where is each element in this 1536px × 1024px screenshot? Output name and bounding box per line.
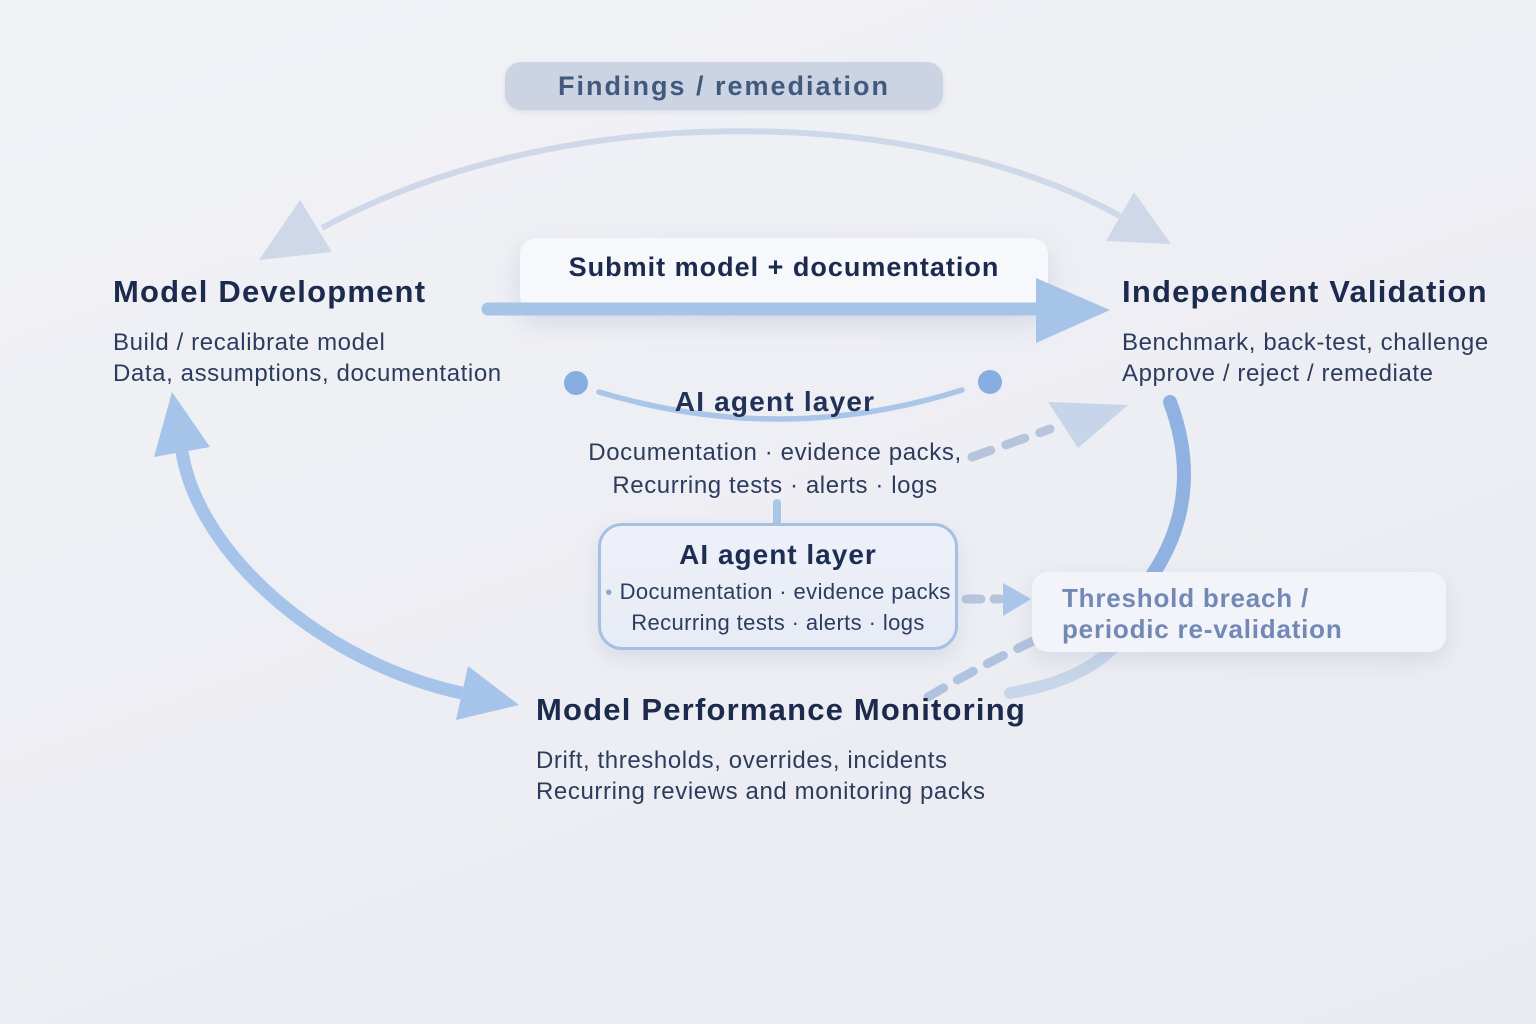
independent-validation-line1: Benchmark, back-test, challenge [1122, 329, 1489, 356]
node-independent-validation: Independent Validation Benchmark, back-t… [1122, 274, 1522, 389]
model-development-title: Model Development [113, 274, 427, 309]
model-development-line2: Data, assumptions, documentation [113, 360, 502, 387]
validation-monitoring-curve-upper [1146, 395, 1191, 581]
independent-validation-line2: Approve / reject / remediate [1122, 360, 1434, 387]
ai-box-line1-text: Documentation · evidence packs [619, 579, 951, 604]
submit-model-label: Submit model + documentation [568, 252, 1000, 282]
monitoring-to-threshold-dashed [923, 632, 1047, 702]
ai-to-validation-dashed [967, 424, 1055, 462]
node-model-performance-monitoring: Model Performance Monitoring Drift, thre… [536, 692, 1056, 807]
ai-layer-dot-left-icon [564, 371, 588, 395]
bullet-icon: • [605, 582, 613, 604]
ai-to-validation-arrowhead-icon [1048, 402, 1128, 448]
threshold-breach-box: Threshold breach / periodic re-validatio… [1032, 572, 1446, 652]
threshold-line1: Threshold breach / [1062, 583, 1310, 613]
ai-layer-floating-line1: Documentation · evidence packs, [588, 439, 962, 466]
up-arrowhead-icon [154, 392, 210, 457]
findings-arc [320, 128, 1122, 231]
model-development-line1: Build / recalibrate model [113, 329, 386, 356]
ai-box-line1: • Documentation · evidence packs [601, 579, 955, 605]
node-model-development: Model Development Build / recalibrate mo… [113, 274, 543, 389]
submit-arrowhead-icon [1036, 278, 1110, 343]
monitoring-line1: Drift, thresholds, overrides, incidents [536, 747, 948, 774]
threshold-line2: periodic re-validation [1062, 614, 1343, 644]
findings-arrowhead-right-icon [1106, 192, 1171, 244]
monitoring-title: Model Performance Monitoring [536, 692, 1027, 727]
ai-layer-dot-right-icon [978, 370, 1002, 394]
independent-validation-title: Independent Validation [1122, 274, 1488, 309]
findings-arrowhead-left-icon [259, 200, 332, 260]
right-arrowhead-icon [456, 666, 519, 720]
ai-box-title: AI agent layer [679, 539, 877, 570]
ai-agent-layer-box: AI agent layer • Documentation · evidence… [598, 523, 958, 650]
ai-box-line2: Recurring tests · alerts · logs [631, 610, 925, 635]
ai-box-to-threshold-arrowhead-icon [1003, 583, 1031, 616]
ai-layer-arc [596, 387, 965, 422]
findings-remediation-label: Findings / remediation [505, 62, 943, 110]
submit-model-box: Submit model + documentation [520, 238, 1048, 312]
monitoring-line2: Recurring reviews and monitoring packs [536, 778, 986, 805]
ai-layer-floating-title: AI agent layer [674, 386, 876, 417]
ai-layer-floating-line2: Recurring tests · alerts · logs [612, 472, 938, 499]
monitoring-development-curve [175, 450, 464, 700]
